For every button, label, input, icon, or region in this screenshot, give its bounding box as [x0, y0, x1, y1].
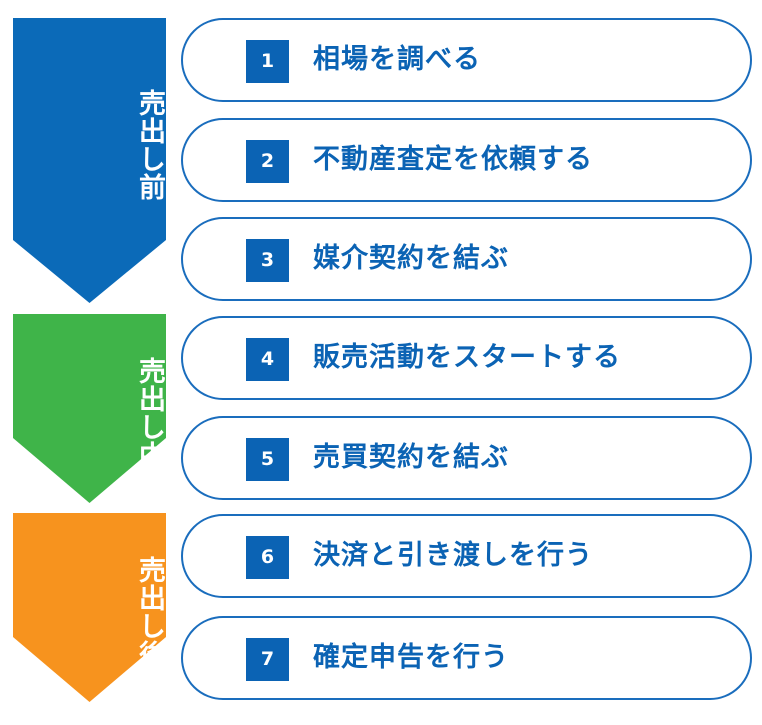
step-label: 販売活動をスタートする	[313, 342, 621, 373]
step-label: 決済と引き渡しを行う	[313, 540, 593, 571]
step-6: 6 決済と引き渡しを行う	[181, 514, 752, 598]
step-number-badge: 7	[246, 638, 289, 681]
step-5: 5 売買契約を結ぶ	[181, 416, 752, 500]
step-4: 4 販売活動をスタートする	[181, 316, 752, 400]
phase-label: 売出し後	[134, 556, 165, 668]
phase-arrow-shape	[13, 314, 166, 503]
phase-arrow-shape	[13, 18, 166, 303]
step-3: 3 媒介契約を結ぶ	[181, 217, 752, 301]
step-2: 2 不動産査定を依頼する	[181, 118, 752, 202]
step-label: 相場を調べる	[313, 44, 481, 75]
phase-after-sale: 売出し後	[13, 513, 166, 702]
step-number-badge: 1	[246, 40, 289, 83]
step-label: 売買契約を結ぶ	[313, 442, 509, 473]
phase-arrow-shape	[13, 513, 166, 702]
step-number-badge: 2	[246, 140, 289, 183]
step-number-badge: 5	[246, 438, 289, 481]
phase-label: 売出し前	[134, 89, 165, 201]
step-number-badge: 4	[246, 338, 289, 381]
phase-during-sale: 売出し中	[13, 314, 166, 503]
step-label: 不動産査定を依頼する	[313, 144, 593, 175]
step-number-badge: 6	[246, 536, 289, 579]
step-7: 7 確定申告を行う	[181, 616, 752, 700]
phase-column: 売出し前 売出し中 売出し後	[0, 0, 180, 725]
step-label: 媒介契約を結ぶ	[313, 243, 509, 274]
step-1: 1 相場を調べる	[181, 18, 752, 102]
step-number-badge: 3	[246, 239, 289, 282]
step-label: 確定申告を行う	[313, 642, 509, 673]
phase-label: 売出し中	[134, 357, 165, 469]
phase-before-sale: 売出し前	[13, 18, 166, 303]
